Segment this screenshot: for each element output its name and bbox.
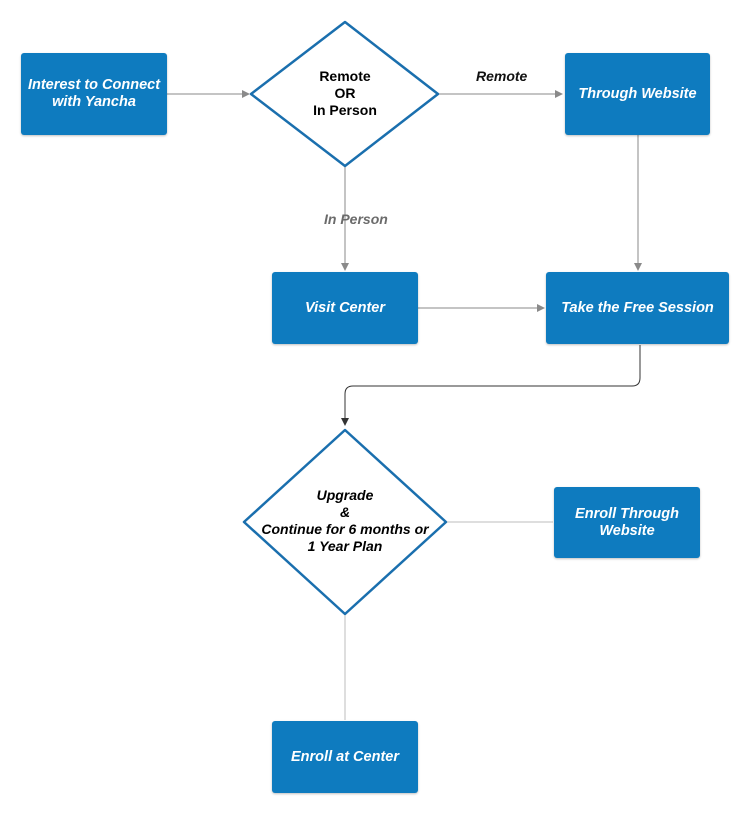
decision-upgrade-label: Upgrade & Continue for 6 months or 1 Yea… (261, 487, 429, 554)
node-visit-center-label: Visit Center (304, 299, 386, 316)
node-enroll-at-center-label: Enroll at Center (291, 748, 399, 765)
node-enroll-through-website-label: Enroll Through Website (575, 505, 679, 539)
edge-label-in-person: In Person (324, 211, 388, 227)
decision-remote-or-in-person-label: Remote OR In Person (313, 67, 377, 118)
node-take-free-session: Take the Free Session (546, 272, 729, 344)
decision-diamond-upgrade (242, 428, 448, 616)
node-visit-center: Visit Center (272, 272, 418, 344)
edge-label-remote: Remote (476, 68, 528, 84)
node-take-free-session-label: Take the Free Session (561, 299, 714, 316)
node-through-website: Through Website (565, 53, 710, 135)
node-enroll-through-website: Enroll Through Website (554, 487, 700, 558)
node-interest-label: Interest to Connect with Yancha (27, 77, 161, 110)
node-enroll-at-center: Enroll at Center (272, 721, 418, 793)
node-interest-to-connect: Interest to Connect with Yancha (21, 53, 167, 135)
connector-session-to-upgrade (341, 345, 641, 426)
decision-diamond-remote-or-in-person (249, 20, 440, 168)
node-through-website-label: Through Website (578, 85, 697, 102)
